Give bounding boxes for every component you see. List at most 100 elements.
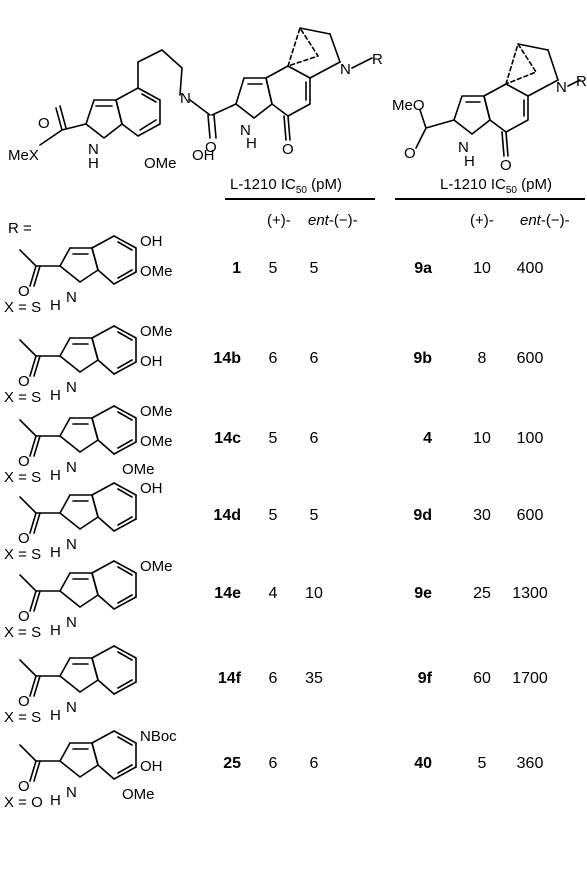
- ring-substituent: OH: [140, 758, 163, 775]
- ic50-plus: 4: [268, 585, 278, 602]
- ic50-plus: 30: [473, 507, 491, 524]
- nitrogen-atom: N: [66, 784, 77, 801]
- ic50-plus: 5: [268, 507, 278, 524]
- x-label: X = S: [4, 546, 41, 563]
- nitrogen-atom: N: [66, 536, 77, 553]
- x-label: X = O: [4, 794, 43, 811]
- ic50-plus: 6: [268, 670, 278, 687]
- svg-text:MeO: MeO: [392, 97, 425, 114]
- ic50-ent: 1300: [512, 585, 548, 602]
- compound-label: 9f: [417, 670, 432, 687]
- svg-text:O: O: [404, 145, 416, 162]
- ic50-ent: 600: [516, 350, 544, 367]
- ring-substituent: OMe: [140, 403, 173, 420]
- ic50-plus: 10: [473, 260, 491, 277]
- table1-header: L-1210 IC50 (pM): [230, 176, 342, 196]
- compound-label: 9b: [413, 350, 432, 367]
- hydrogen-atom: H: [50, 544, 61, 561]
- ic50-plus: 5: [268, 260, 278, 277]
- table2-header: L-1210 IC50 (pM): [440, 176, 552, 196]
- compound-label: 14c: [214, 430, 241, 447]
- ring-substituent: OH: [140, 353, 163, 370]
- x-label: X = S: [4, 469, 41, 486]
- oxygen-atom: O: [18, 453, 30, 470]
- compound-label: 14d: [213, 507, 241, 524]
- x-label: X = S: [4, 709, 41, 726]
- compound-label: 14f: [217, 670, 241, 687]
- ic50-plus: 60: [473, 670, 491, 687]
- svg-text:O: O: [500, 157, 512, 174]
- ic50-ent: 35: [305, 670, 323, 687]
- svg-text:R: R: [576, 73, 587, 90]
- svg-text:N: N: [88, 141, 99, 158]
- ic50-ent: 5: [309, 507, 319, 524]
- hydrogen-atom: H: [50, 297, 61, 314]
- compound-label: 14b: [213, 350, 241, 367]
- nitrogen-atom: N: [66, 379, 77, 396]
- oxygen-atom: O: [18, 530, 30, 547]
- ring-substituent: OH: [140, 233, 163, 250]
- ic50-ent: 360: [516, 755, 544, 772]
- ic50-ent: 100: [516, 430, 544, 447]
- compound-label: 1: [232, 260, 241, 277]
- nitrogen-atom: N: [66, 289, 77, 306]
- compound-label: 9a: [414, 260, 432, 277]
- svg-text:N: N: [556, 79, 567, 96]
- hydrogen-atom: H: [50, 467, 61, 484]
- ic50-plus: 10: [473, 430, 491, 447]
- ic50-ent: 600: [516, 507, 544, 524]
- svg-text:O: O: [205, 139, 217, 156]
- oxygen-atom: O: [18, 283, 30, 300]
- ic50-ent: 5: [309, 260, 319, 277]
- compound-label: 9d: [413, 507, 432, 524]
- x-label: X = S: [4, 389, 41, 406]
- ic50-plus: 6: [268, 755, 278, 772]
- compound-label: 9e: [414, 585, 432, 602]
- ic50-plus: 25: [473, 585, 491, 602]
- ic50-plus: 8: [477, 350, 487, 367]
- svg-text:H: H: [88, 155, 99, 172]
- oxygen-atom: O: [18, 778, 30, 795]
- col-ent-1: ent-(−)-: [308, 212, 358, 229]
- ic50-ent: 10: [305, 585, 323, 602]
- svg-text:R: R: [372, 51, 383, 68]
- compound-label: 14e: [214, 585, 241, 602]
- nitrogen-atom: N: [66, 459, 77, 476]
- compound-label: 4: [423, 430, 432, 447]
- r-label: R =: [8, 220, 32, 237]
- ic50-ent: 6: [309, 755, 319, 772]
- col-plus-2: (+)-: [470, 212, 494, 229]
- svg-text:OMe: OMe: [144, 155, 177, 172]
- hydrogen-atom: H: [50, 707, 61, 724]
- svg-text:O: O: [282, 141, 294, 158]
- ic50-ent: 400: [516, 260, 544, 277]
- compound-label: 40: [414, 755, 432, 772]
- ring-substituent: OMe: [140, 263, 173, 280]
- ring-substituent: OMe: [140, 433, 173, 450]
- ic50-plus: 6: [268, 350, 278, 367]
- table1-rule: [225, 198, 375, 200]
- svg-text:OH: OH: [192, 147, 215, 164]
- ring-substituent: OMe: [122, 461, 155, 478]
- hydrogen-atom: H: [50, 622, 61, 639]
- svg-text:MeX: MeX: [8, 147, 39, 164]
- ring-substituent: OMe: [140, 558, 173, 575]
- col-plus-1: (+)-: [267, 212, 291, 229]
- svg-text:N: N: [458, 139, 469, 156]
- main-structure: O MeX N H OMe OH N O N H O N R MeO O N H…: [8, 27, 587, 174]
- svg-text:H: H: [464, 153, 475, 170]
- ring-substituent: NBoc: [140, 728, 177, 745]
- svg-text:H: H: [246, 135, 257, 152]
- r-group-structure: O NH X = S OH OMe: [4, 233, 173, 316]
- svg-text:N: N: [240, 122, 251, 139]
- compound-label: 25: [223, 755, 241, 772]
- ic50-ent: 1700: [512, 670, 548, 687]
- x-label: X = S: [4, 299, 41, 316]
- ic50-plus: 5: [477, 755, 487, 772]
- svg-text:O: O: [38, 115, 50, 132]
